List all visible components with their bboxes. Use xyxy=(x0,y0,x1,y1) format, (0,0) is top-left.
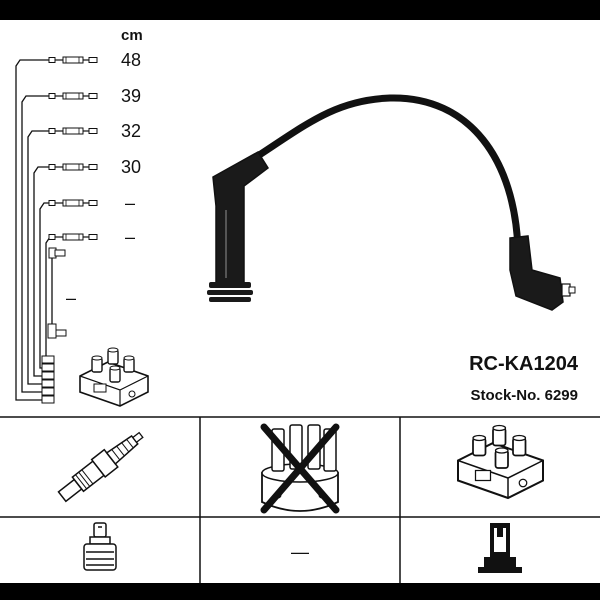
lead-row-3: 32 xyxy=(48,121,141,141)
length-label: 32 xyxy=(121,121,141,141)
lead-harness xyxy=(15,59,53,401)
extra-lead: – xyxy=(47,247,76,339)
unit-label: cm xyxy=(121,27,143,44)
coil-terminal-icon xyxy=(478,523,522,573)
length-label: 48 xyxy=(121,50,141,70)
lead-icon xyxy=(48,233,98,241)
plug-terminal-icon xyxy=(83,522,117,571)
spark-plug-icon xyxy=(57,431,144,503)
stock-number: Stock-No. 6299 xyxy=(470,387,578,404)
length-label: – xyxy=(125,227,135,247)
lead-icon xyxy=(48,56,98,64)
lead-row-4: 30 xyxy=(48,157,141,177)
lead-row-2: 39 xyxy=(48,86,141,106)
lead-row-1: 48 xyxy=(48,50,141,70)
diagram-frame: cm 48 39 32 30 – – – xyxy=(0,20,600,583)
lead-icon xyxy=(48,92,98,100)
length-label: 30 xyxy=(121,157,141,177)
length-label: – xyxy=(66,288,76,308)
product-code: RC-KA1204 xyxy=(469,353,579,375)
lead-icon xyxy=(48,163,98,171)
lead-row-5: – xyxy=(48,193,135,213)
no-terminal-label: — xyxy=(291,542,309,562)
lead-icon xyxy=(48,199,98,207)
coil-pack-icon xyxy=(79,347,149,407)
lead-row-6: – xyxy=(48,227,135,247)
not-applicable-cross-icon xyxy=(260,423,340,514)
parts-table-grid xyxy=(0,416,600,583)
length-label: 39 xyxy=(121,86,141,106)
lead-icon xyxy=(48,127,98,135)
ignition-coil-icon xyxy=(457,424,544,499)
terminal-stack xyxy=(41,355,55,404)
length-label: – xyxy=(125,193,135,213)
ignition-lead-drawing xyxy=(207,94,576,311)
ignition-lead-set-diagram: cm 48 39 32 30 – – – xyxy=(0,27,600,583)
